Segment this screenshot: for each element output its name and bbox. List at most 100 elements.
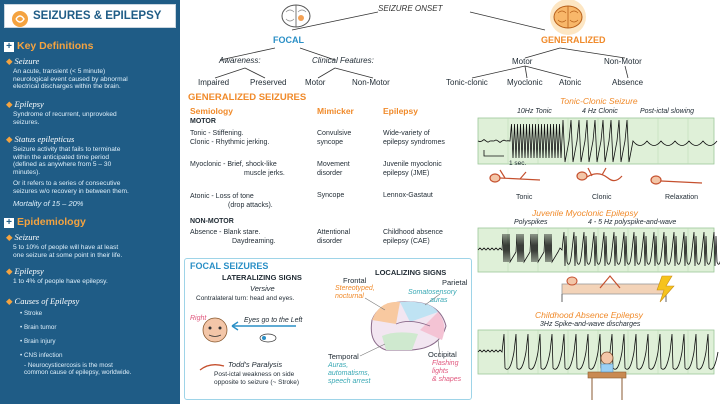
cause-injury: • Brain injury (20, 338, 56, 345)
term-status-epilepticus: ◆Status epilepticus (6, 134, 75, 144)
awareness-label: Awareness: (219, 56, 261, 65)
versive-text: Contralateral turn: head and eyes. (196, 295, 295, 302)
diamond-icon: ◆ (6, 296, 13, 306)
brain-logo-icon (12, 11, 28, 27)
epilepsy-definition: Syndrome of recurrent, unprovoked seizur… (13, 111, 117, 126)
clinical-features-label: Clinical Features: (312, 56, 374, 65)
jme-polyspike-wave: 4 - 5 Hz polyspike-and-wave (588, 219, 677, 226)
lobe-connector-lines (359, 293, 441, 357)
non-motor-subheader: NON-MOTOR (190, 218, 234, 225)
row-absence-epilepsy: Childhood absence epilepsy (CAE) (383, 229, 443, 245)
seizure-onset-label: SEIZURE ONSET (378, 4, 443, 13)
diamond-icon: ◆ (6, 266, 13, 276)
phase-clonic: Clonic (592, 194, 612, 201)
tc-label-tonic: 10Hz Tonic (517, 108, 552, 115)
jme-eeg-grid (507, 228, 689, 272)
arrow-left-icon (231, 321, 296, 331)
weak-arm-icon (199, 364, 225, 371)
mortality: Mortality of 15 – 20% (13, 199, 84, 208)
clonic-figure-icon (576, 167, 623, 182)
diamond-icon: ◆ (6, 134, 13, 144)
row-myoclonic-semiology: Myoclonic - Brief, shock-like muscle jer… (190, 161, 285, 177)
row-atonic-mimicker: Syncope (317, 192, 345, 199)
lateralizing-header: LATERALIZING SIGNS (222, 273, 302, 282)
section-key-definitions: +Key Definitions (4, 40, 93, 52)
frontal-label: Frontal (343, 276, 367, 285)
row-tonic-clonic-epilepsy: Wide-variety of epilepsy syndromes (383, 130, 445, 146)
temporal-text: Auras, automatisms, speech arrest (328, 362, 371, 385)
atonic-label: Atonic (559, 78, 582, 87)
section-epidemiology: +Epidemiology (4, 216, 86, 228)
diamond-icon: ◆ (6, 232, 13, 242)
lightning-icon (656, 275, 675, 303)
cause-note: - Neurocysticercosis is the most common … (24, 362, 132, 376)
relaxation-figure-icon (650, 175, 703, 185)
cause-cns: • CNS infection (20, 352, 63, 359)
jme-polyspikes: Polyspikes (514, 219, 548, 226)
plus-icon: + (4, 42, 14, 52)
scale-bar-icon (483, 150, 504, 157)
tc-eeg-trace (477, 119, 718, 163)
absence-label: Absence (612, 78, 644, 87)
row-tonic-clonic-semiology: Tonic - Stiffening. Clonic - Rhythmic je… (190, 130, 270, 146)
jme-title: Juvenile Myoclonic Epilepsy (532, 208, 638, 218)
eyes-left-label: Eyes go to the Left (244, 317, 303, 324)
col-epilepsy: Epilepsy (383, 106, 418, 116)
localizing-header: LOCALIZING SIGNS (375, 268, 447, 277)
head-icon (202, 317, 228, 343)
impaired-label: Impaired (198, 78, 230, 87)
generalized-brain-icon (550, 0, 586, 35)
status-definition-2: Or it refers to a series of consecutive … (13, 180, 129, 195)
tonic-clonic-label: Tonic-clonic (446, 78, 488, 87)
phase-relaxation: Relaxation (665, 194, 699, 201)
row-myoclonic-mimicker: Movement disorder (317, 161, 350, 177)
focal-label: FOCAL (273, 35, 304, 45)
row-atonic-semiology: Atonic - Loss of tone (drop attacks). (190, 193, 273, 209)
focal-motor-label: Motor (305, 78, 326, 87)
focal-seizures-panel (184, 258, 472, 400)
sidebar: SEIZURES & EPILEPSY +Key Definitions ◆Se… (0, 0, 180, 404)
col-semiology: Semiology (190, 106, 233, 116)
occipital-label: Occipital (428, 350, 457, 359)
col-mimicker: Mimicker (317, 106, 354, 116)
diamond-icon: ◆ (6, 56, 13, 66)
versive-label: Versive (250, 284, 275, 293)
phase-tonic: Tonic (516, 194, 533, 201)
cause-tumor: • Brain tumor (20, 324, 57, 331)
focal-brain-icon (281, 4, 311, 28)
status-definition: Seizure activity that fails to terminate… (13, 146, 121, 176)
generalized-non-motor-label: Non-Motor (604, 57, 642, 66)
cae-title: Childhood Absence Epilepsy (535, 310, 643, 320)
seizure-epidemiology: 5 to 10% of people will have at least on… (13, 244, 123, 259)
sidebar-title-box: SEIZURES & EPILEPSY (4, 4, 176, 28)
jme-eeg-trace (477, 231, 720, 267)
row-tonic-clonic-mimicker: Convulsive syncope (317, 130, 352, 146)
temporal-label: Temporal (328, 352, 359, 361)
eye-icon (259, 333, 277, 343)
tc-label-postictal: Post-ictal slowing (640, 108, 695, 115)
term-causes: ◆Causes of Epilepsy (6, 296, 80, 306)
right-label: Right (190, 315, 207, 322)
brain-lobes-icon (370, 301, 447, 351)
term-epilepsy-epi: ◆Epilepsy (6, 266, 44, 276)
tonic-clonic-title: Tonic-Clonic Seizure (560, 96, 638, 106)
epilepsy-epidemiology: 1 to 4% of people have epilepsy. (13, 278, 108, 285)
plus-icon: + (4, 218, 14, 228)
tonic-figure-icon (489, 169, 541, 183)
term-seizure-epi: ◆Seizure (6, 232, 40, 242)
occipital-text: Flashing lights & shapes (432, 360, 462, 383)
cause-stroke: • Stroke (20, 310, 43, 317)
todd-paralysis-text: Post-ictal weakness on side opposite to … (214, 371, 300, 386)
row-absence-mimicker: Attentional disorder (317, 229, 351, 245)
row-atonic-epilepsy: Lennox-Gastaut (383, 192, 433, 199)
one-sec-label: 1 sec. (509, 160, 527, 167)
myoclonic-label: Myoclonic (507, 78, 543, 87)
page-title: SEIZURES & EPILEPSY (33, 10, 162, 22)
row-absence-semiology: Absence - Blank stare. Daydreaming. (190, 229, 276, 245)
frontal-text: Stereotyped, nocturnal (335, 285, 375, 300)
parietal-text: Somatosensory auras (408, 289, 457, 304)
parietal-label: Parietal (442, 278, 468, 287)
